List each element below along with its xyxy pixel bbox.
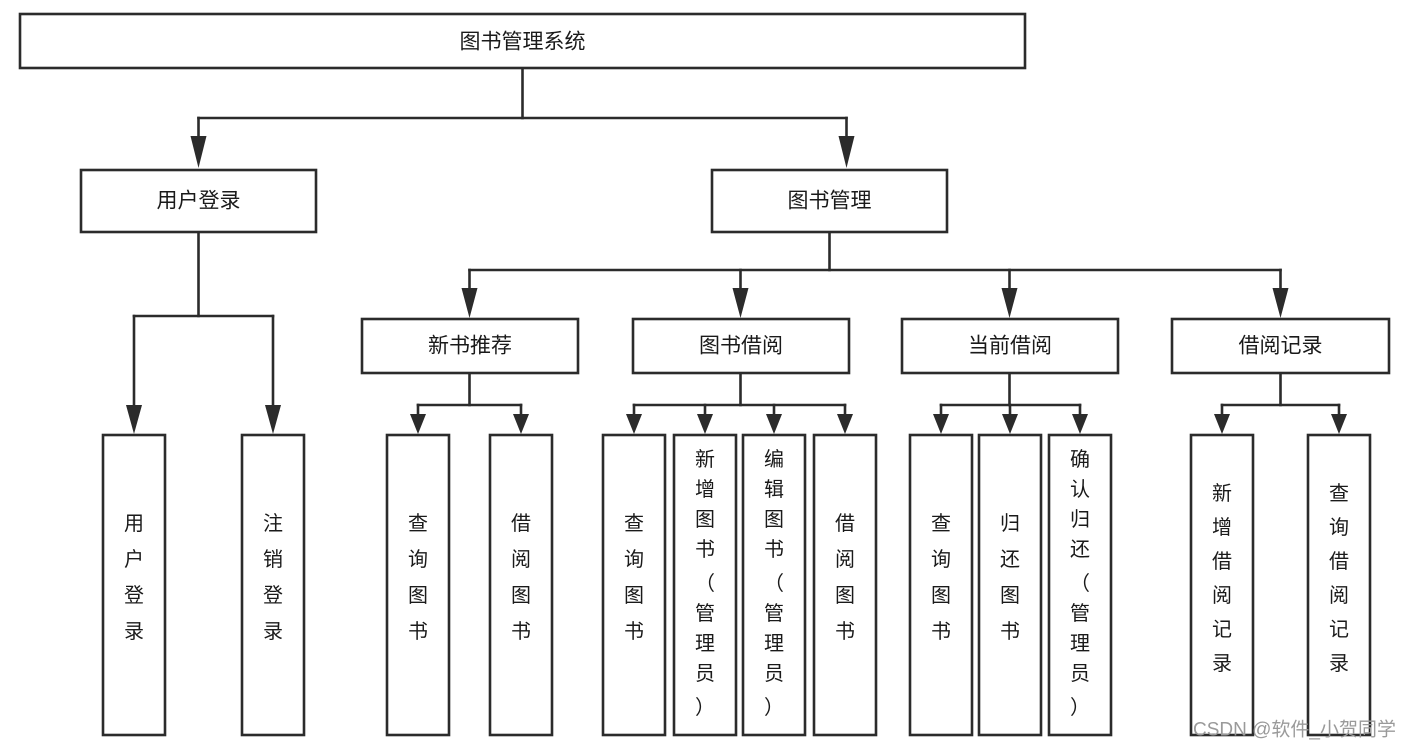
node-leaf-confirm-return-label: 确认归还（管理员）	[1070, 448, 1090, 719]
node-leaf-confirm-return[interactable]: 确认归还（管理员）	[1047, 433, 1113, 737]
node-new-book-rec-box	[360, 317, 580, 375]
node-current-borrow[interactable]: 当前借阅	[900, 317, 1120, 375]
node-leaf-edit-book-label: 编辑图书（管理员）	[764, 448, 784, 719]
node-leaf-query-record-label: 查询借阅记录	[1329, 482, 1349, 675]
node-leaf-edit-book[interactable]: 编辑图书（管理员）	[741, 433, 807, 737]
node-new-book-rec[interactable]: 新书推荐	[360, 317, 580, 375]
node-leaf-add-record-label: 新增借阅记录	[1212, 482, 1232, 675]
arrow-head-book-borrow	[732, 288, 749, 318]
node-current-borrow-box	[900, 317, 1120, 375]
csdn-watermark: CSDN @软件_小贺同学	[1193, 719, 1396, 741]
node-leaf-query-record[interactable]: 查询借阅记录	[1306, 433, 1372, 737]
node-leaf-return-book[interactable]: 归还图书	[977, 433, 1043, 737]
arrow-head-leaf-borrow-book-1	[513, 414, 529, 434]
node-book-borrow-box	[631, 317, 851, 375]
node-leaf-query-book-1-label: 查询图书	[408, 512, 428, 643]
node-leaf-user-login[interactable]: 用户登录	[101, 433, 167, 737]
node-leaf-add-book[interactable]: 新增图书（管理员）	[672, 433, 738, 737]
node-book-borrow-label: 图书借阅	[699, 335, 783, 358]
node-leaf-borrow-book-1[interactable]: 借阅图书	[488, 433, 554, 737]
connector-layer	[126, 66, 1347, 434]
node-user-login[interactable]: 用户登录	[79, 168, 318, 234]
arrow-head-new-book-rec	[461, 288, 478, 318]
node-leaf-query-book-1[interactable]: 查询图书	[385, 433, 451, 737]
node-root-label: 图书管理系统	[460, 31, 586, 54]
node-leaf-query-book-2-box	[601, 433, 667, 737]
node-leaf-query-book-3[interactable]: 查询图书	[908, 433, 974, 737]
node-borrow-record-label: 借阅记录	[1239, 335, 1323, 358]
node-leaf-borrow-book-1-box	[488, 433, 554, 737]
arrow-head-leaf-user-login	[126, 405, 142, 434]
arrow-head-leaf-edit-book	[766, 414, 782, 434]
arrow-head-leaf-confirm-return	[1072, 414, 1088, 434]
node-root-box	[18, 12, 1027, 70]
node-leaf-borrow-book-2-box	[812, 433, 878, 737]
arrow-head-leaf-query-book-1	[410, 414, 426, 434]
node-leaf-query-book-1-box	[385, 433, 451, 737]
node-leaf-borrow-book-2-label: 借阅图书	[835, 512, 855, 643]
node-book-borrow[interactable]: 图书借阅	[631, 317, 851, 375]
node-leaf-query-book-2-label: 查询图书	[624, 512, 644, 643]
arrow-head-leaf-user-logout	[265, 405, 281, 434]
node-book-mgmt[interactable]: 图书管理	[710, 168, 949, 234]
arrow-head-leaf-add-record	[1214, 414, 1230, 434]
node-leaf-user-logout[interactable]: 注销登录	[240, 433, 306, 737]
node-leaf-add-record-box	[1189, 433, 1255, 737]
node-leaf-borrow-book-2[interactable]: 借阅图书	[812, 433, 878, 737]
node-leaf-add-book-box	[672, 433, 738, 737]
node-user-login-label: 用户登录	[157, 190, 241, 213]
node-leaf-query-book-3-label: 查询图书	[931, 512, 951, 643]
node-leaf-query-book-2[interactable]: 查询图书	[601, 433, 667, 737]
arrow-head-leaf-query-book-3	[933, 414, 949, 434]
node-leaf-add-book-label: 新增图书（管理员）	[695, 448, 715, 719]
arrow-head-borrow-record	[1272, 288, 1289, 318]
node-leaf-add-record[interactable]: 新增借阅记录	[1189, 433, 1255, 737]
node-leaf-query-book-3-box	[908, 433, 974, 737]
node-leaf-user-logout-box	[240, 433, 306, 737]
arrow-head-leaf-borrow-book-2	[837, 414, 853, 434]
node-leaf-user-login-box	[101, 433, 167, 737]
arrow-head-leaf-query-book-2	[626, 414, 642, 434]
node-new-book-rec-label: 新书推荐	[428, 335, 512, 358]
arrow-head-book-mgmt	[838, 136, 855, 168]
node-book-mgmt-label: 图书管理	[788, 190, 872, 213]
node-root[interactable]: 图书管理系统	[18, 12, 1027, 70]
node-book-mgmt-box	[710, 168, 949, 234]
node-leaf-return-book-label: 归还图书	[1000, 512, 1020, 643]
node-leaf-user-logout-label: 注销登录	[263, 512, 283, 643]
node-leaf-query-record-box	[1306, 433, 1372, 737]
arrow-head-current-borrow	[1001, 288, 1018, 318]
node-user-login-box	[79, 168, 318, 234]
arrow-head-user-login	[190, 136, 207, 168]
node-leaf-edit-book-box	[741, 433, 807, 737]
node-leaf-user-login-label: 用户登录	[124, 513, 144, 643]
arrow-head-leaf-add-book	[697, 414, 713, 434]
node-current-borrow-label: 当前借阅	[968, 335, 1052, 358]
node-borrow-record-box	[1170, 317, 1391, 375]
node-leaf-borrow-book-1-label: 借阅图书	[511, 512, 531, 643]
node-leaf-return-book-box	[977, 433, 1043, 737]
arrow-head-leaf-query-record	[1331, 414, 1347, 434]
node-borrow-record[interactable]: 借阅记录	[1170, 317, 1391, 375]
arrow-head-leaf-return-book	[1002, 414, 1018, 434]
node-leaf-confirm-return-box	[1047, 433, 1113, 737]
